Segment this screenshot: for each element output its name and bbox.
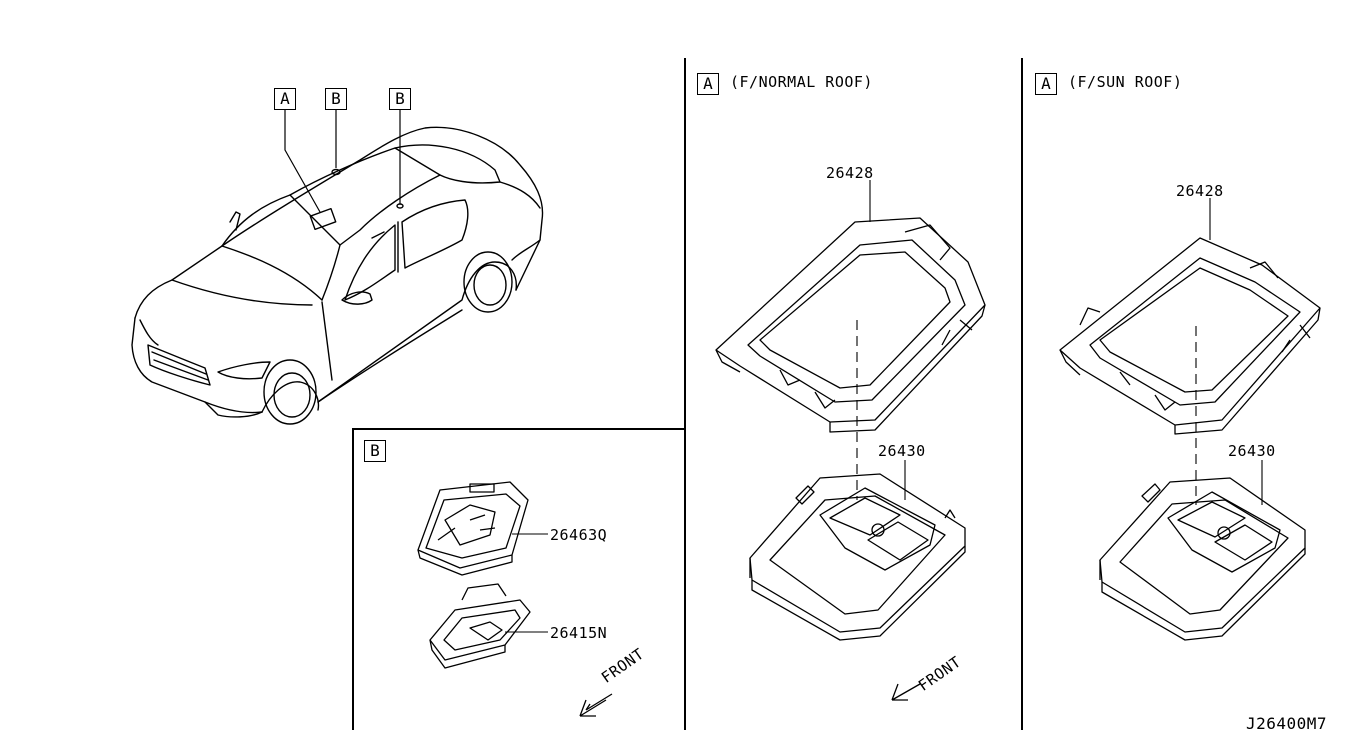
part-number-26463q: 26463Q — [550, 526, 608, 544]
part-number-26428-sun: 26428 — [1176, 182, 1224, 200]
part-number-26415n: 26415N — [550, 624, 608, 642]
part-number-26430-sun: 26430 — [1228, 442, 1276, 460]
panel-b-label: B — [364, 440, 386, 462]
callout-a-car: A — [274, 88, 296, 110]
part-number-26430-normal: 26430 — [878, 442, 926, 460]
panel-b-left-border — [352, 428, 354, 730]
panel-a-normal-label: A — [697, 73, 719, 95]
panel-b-top-border — [352, 428, 685, 430]
divider-left-vertical — [684, 58, 686, 730]
panel-a-sun-label: A — [1035, 73, 1057, 95]
callout-b-car-2: B — [389, 88, 411, 110]
part-number-26428-normal: 26428 — [826, 164, 874, 182]
diagram-code: J26400M7 — [1246, 714, 1328, 733]
divider-right-vertical — [1021, 58, 1023, 730]
callout-b-car-1: B — [325, 88, 347, 110]
panel-a-sun-caption: (F/SUN ROOF) — [1068, 73, 1183, 91]
panel-a-normal-caption: (F/NORMAL ROOF) — [730, 73, 873, 91]
